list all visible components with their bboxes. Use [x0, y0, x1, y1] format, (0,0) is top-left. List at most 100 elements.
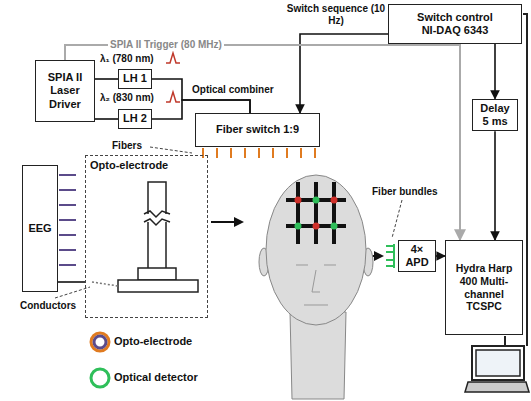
eeg-pins — [59, 174, 76, 176]
optode-grid — [295, 223, 302, 230]
optode-grid — [286, 182, 346, 244]
opto-electrode-figure — [144, 219, 170, 225]
opto-electrode-region: Opto-electrode — [85, 155, 208, 318]
fiber-stubs — [272, 148, 274, 158]
part-label: Fiber bundles — [372, 186, 438, 198]
box-label: Opto-electrode — [90, 159, 168, 172]
opto-electrode-figure — [92, 282, 118, 286]
eeg-pins — [59, 219, 76, 221]
opto-electrode-figure — [138, 268, 176, 280]
laser-head-box: LH 1 — [118, 69, 152, 88]
laptop — [523, 14, 527, 346]
signal-label: SPIA II Trigger (80 MHz) — [108, 39, 224, 51]
bundles-leader — [392, 200, 402, 238]
fiber-bundle-comb — [386, 265, 394, 267]
switch-box: Fiber switch 1:9 — [195, 113, 320, 147]
box-label: Delay 5 ms — [477, 102, 513, 128]
legend-text: Opto-electrode — [114, 335, 192, 348]
box-label: Hydra Harp 400 Multi-channel TCSPC — [448, 262, 520, 312]
fiber-stubs — [314, 148, 316, 158]
fiber-bundle-comb — [393, 244, 395, 268]
box-label: SPIA II Laser Driver — [38, 71, 92, 111]
wavelength-label: λ₁ (780 nm) — [100, 53, 154, 65]
part-label: Optical combiner — [192, 84, 274, 96]
optode-grid — [313, 197, 320, 204]
signal-label: Switch sequence (10 Hz) — [284, 3, 388, 27]
laptop — [504, 336, 506, 346]
fiber-stubs — [203, 148, 315, 158]
pulse-icon — [166, 53, 180, 63]
legend-ring — [91, 369, 109, 387]
eeg-box: EEG — [22, 165, 58, 292]
legend-ring — [91, 333, 109, 351]
eeg-pins — [59, 204, 76, 206]
wavelength-label: λ₂ (830 nm) — [100, 92, 154, 104]
fiber-bundle-comb — [386, 251, 394, 253]
connector — [494, 44, 496, 99]
part-label: Fibers — [112, 140, 142, 152]
legend-ring — [91, 369, 109, 387]
eeg-pins — [59, 249, 76, 251]
optode-grid — [295, 197, 302, 204]
box-label: LH 1 — [123, 72, 147, 85]
opto-electrode-figure — [92, 182, 198, 292]
detector-box: 4× APD — [398, 240, 436, 272]
delay-box: Delay 5 ms — [472, 99, 518, 131]
fibers-leader — [150, 147, 192, 153]
optode-grid — [332, 182, 336, 244]
box-label: Fiber switch 1:9 — [216, 123, 299, 136]
laser-driver-box: SPIA II Laser Driver — [35, 60, 95, 122]
legend-text: Optical detector — [114, 371, 198, 384]
arrow — [372, 255, 382, 257]
fiber-stubs — [216, 148, 218, 158]
opto-electrode-figure — [118, 280, 198, 292]
optode-grid — [314, 182, 318, 244]
connector — [436, 255, 445, 257]
head-figure — [296, 265, 336, 305]
opto-electrode-figure — [148, 182, 166, 270]
connector — [95, 118, 118, 120]
optode-grid — [331, 197, 338, 204]
connector — [494, 131, 496, 240]
eeg-pins — [59, 189, 76, 191]
fiber-stubs — [202, 148, 204, 158]
laser-head-box: LH 2 — [118, 109, 152, 128]
head-figure — [266, 175, 366, 325]
optode-grid — [296, 182, 300, 244]
box-label: 4× APD — [402, 243, 432, 269]
head-figure — [259, 175, 373, 399]
optode-grid — [313, 223, 320, 230]
opto-electrode-figure — [144, 211, 170, 217]
fiber-stubs — [244, 148, 246, 158]
laptop — [465, 382, 529, 392]
laptop — [472, 346, 524, 380]
box-label: Switch control NI-DAQ 6343 — [409, 11, 501, 37]
legend-symbols — [91, 333, 109, 387]
fibers-leader — [150, 147, 192, 153]
box-label: LH 2 — [123, 112, 147, 125]
part-label: Conductors — [20, 300, 76, 312]
fiber-stubs — [300, 148, 302, 158]
laptop — [476, 350, 520, 376]
connector — [58, 281, 85, 283]
eeg-pins — [59, 175, 76, 265]
box-label: EEG — [28, 222, 51, 235]
fiber-stubs — [230, 148, 232, 158]
fiber-bundle-comb — [386, 244, 394, 268]
laptop — [465, 14, 529, 392]
fiber-bundle-comb — [386, 259, 394, 261]
control-box: Switch control NI-DAQ 6343 — [388, 4, 522, 44]
legend-ring — [91, 333, 109, 351]
fiber-stubs — [286, 148, 288, 158]
tcspc-box: Hydra Harp 400 Multi-channel TCSPC — [445, 240, 523, 335]
arrow — [211, 221, 242, 223]
connector — [95, 78, 118, 80]
eeg-pins — [59, 264, 76, 266]
pulse-icon — [166, 53, 180, 102]
legend-ring — [94, 336, 106, 348]
fiber-bundle-comb — [386, 245, 394, 247]
pulse-icon — [166, 92, 180, 102]
optode-grid — [331, 223, 338, 230]
fiber-stubs — [258, 148, 260, 158]
